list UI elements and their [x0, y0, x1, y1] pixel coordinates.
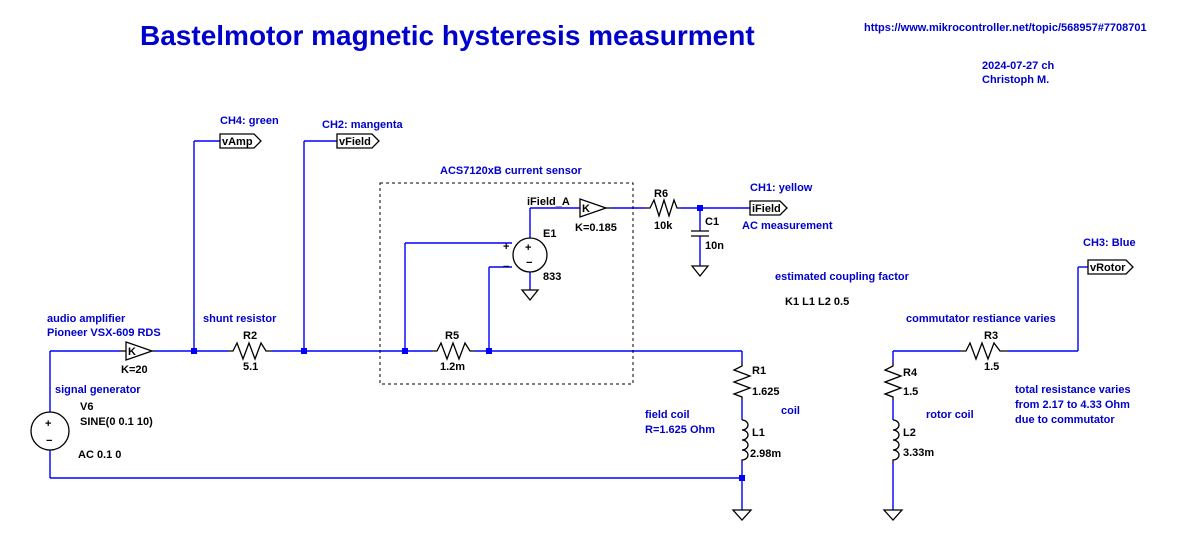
resistor-r5 — [432, 341, 475, 361]
resistor-r2 — [228, 341, 272, 361]
l1-name: L1 — [752, 427, 765, 439]
l1-value: 2.98m — [750, 448, 781, 460]
total-label-2: from 2.17 to 4.33 Ohm — [1015, 399, 1130, 411]
r1-name: R1 — [752, 365, 766, 377]
ch4-label: CH4: green — [220, 115, 279, 127]
ground-symbol — [520, 289, 540, 302]
source-url: https://www.mikrocontroller.net/topic/56… — [864, 22, 1147, 34]
diagram-title: Bastelmotor magnetic hysteresis measurme… — [140, 20, 755, 51]
v6-name: V6 — [80, 401, 93, 413]
v6-plus: + — [45, 418, 51, 430]
coil-label: coil — [781, 405, 800, 417]
r3-value: 1.5 — [984, 361, 999, 373]
e1-sense-plus: + — [503, 241, 509, 253]
amp-label-1: audio amplifier — [47, 313, 126, 325]
ch3-label: CH3: Blue — [1083, 237, 1136, 249]
e1-sense-minus: − — [503, 261, 509, 273]
inductor-l2 — [892, 419, 900, 462]
ch1-label: CH1: yellow — [750, 182, 813, 194]
l2-value: 3.33m — [903, 447, 934, 459]
ground-rotor — [882, 509, 904, 521]
coupling-title: estimated coupling factor — [775, 271, 910, 283]
sensor-k-symbol: K — [582, 203, 590, 215]
r2-value: 5.1 — [243, 361, 258, 373]
shunt-label: shunt resistor — [203, 313, 277, 325]
c1-value: 10n — [705, 240, 724, 252]
coupling-directive: K1 L1 L2 0.5 — [785, 296, 849, 308]
author-label: Christoph M. — [982, 74, 1049, 86]
v6-ac: AC 0.1 0 — [78, 449, 121, 461]
v6-minus: − — [46, 435, 52, 447]
e1-name: E1 — [543, 228, 556, 240]
r2-name: R2 — [243, 330, 257, 342]
r4-value: 1.5 — [903, 386, 918, 398]
net-vfield: vField — [339, 136, 371, 148]
sensor-box — [379, 182, 634, 385]
r3-name: R3 — [984, 330, 998, 342]
v6-value: SINE(0 0.1 10) — [80, 416, 153, 428]
resistor-r6 — [645, 197, 680, 219]
e1-plus: + — [525, 242, 531, 254]
e1-minus: − — [526, 257, 532, 269]
r6-name: R6 — [654, 188, 668, 200]
resistor-r4 — [883, 362, 903, 400]
e1-source — [512, 237, 548, 273]
siggen-label: signal generator — [55, 384, 141, 396]
rotor-coil-label: rotor coil — [926, 409, 974, 421]
netflag-vamp — [219, 133, 262, 149]
amp-label-2: Pioneer VSX-609 RDS — [47, 327, 161, 339]
r4-name: R4 — [903, 367, 918, 379]
amp-gain-label: K=20 — [121, 364, 148, 376]
resistor-r1 — [732, 362, 752, 400]
c1-name: C1 — [705, 216, 719, 228]
net-vamp: vAmp — [222, 136, 253, 148]
l2-name: L2 — [903, 427, 916, 439]
amp-k-symbol: K — [128, 346, 136, 358]
field-coil-label-1: field coil — [645, 409, 690, 421]
amplifier-symbol — [120, 341, 155, 361]
netflag-vrotor — [1087, 259, 1134, 275]
ac-measurement-label: AC measurement — [742, 220, 833, 232]
field-coil-label-2: R=1.625 Ohm — [645, 424, 715, 436]
e1-value: 833 — [543, 271, 561, 283]
capacitor-c1 — [690, 230, 710, 278]
inductor-l1 — [741, 419, 749, 462]
netflag-ifield — [749, 200, 788, 216]
r5-name: R5 — [445, 330, 459, 342]
voltage-source-v6 — [30, 411, 70, 451]
junctions — [191, 205, 745, 481]
resistor-r3 — [960, 341, 1008, 361]
sensor-gain-label: K=0.185 — [575, 222, 617, 234]
wires — [49, 140, 1088, 510]
total-label-1: total resistance varies — [1015, 384, 1131, 396]
r6-value: 10k — [654, 220, 673, 232]
net-vrotor: vRotor — [1090, 262, 1126, 274]
commutator-label: commutator restiance varies — [906, 313, 1056, 325]
sensor-buffer-symbol — [579, 198, 612, 218]
r1-value: 1.625 — [752, 386, 780, 398]
sensor-box-label: ACS7120xB current sensor — [440, 165, 583, 177]
net-ifield: iField — [752, 203, 781, 215]
r5-value: 1.2m — [440, 361, 465, 373]
ground-field — [731, 509, 753, 521]
date-label: 2024-07-27 ch — [982, 60, 1054, 72]
netflag-vfield — [336, 133, 380, 149]
ch2-label: CH2: mangenta — [322, 119, 404, 131]
total-label-3: due to commutator — [1015, 414, 1115, 426]
net-ifield-a: iField_A — [527, 196, 570, 208]
